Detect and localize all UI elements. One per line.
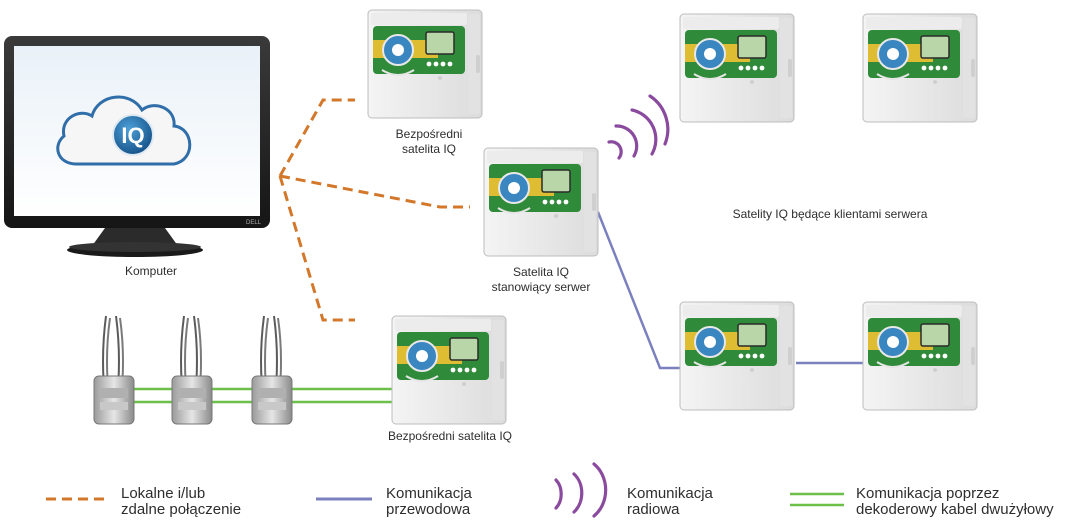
label-client-satellites: Satelity IQ będące klientami serwera [732, 207, 928, 221]
controller-client-bottom-right [862, 301, 978, 411]
iq-cloud-logo-icon: IQ [56, 95, 192, 166]
label-computer: Komputer [124, 264, 178, 278]
legend-radio-communication-label: Komunikacja radiowa [627, 485, 713, 518]
local-link-to-direct-bottom [278, 175, 355, 322]
controller-direct-bottom [391, 315, 507, 425]
legend-radio-icon [554, 462, 608, 518]
label-server-satellite: Satelita IQ stanowiący serwer [491, 265, 591, 294]
field-decoder-icon [93, 315, 135, 425]
label-direct-satellite-bottom: Bezpośredni satelita IQ [387, 429, 513, 443]
local-connection-lines [278, 98, 470, 322]
label-direct-satellite-top: Bezpośredni satelita IQ [395, 127, 463, 156]
legend-decoder-cable-label: Komunikacja poprzez dekoderowy kabel dwu… [856, 485, 1054, 518]
local-link-to-server [279, 174, 470, 209]
legend-symbols [46, 462, 844, 518]
wired-link-server-to-client [596, 211, 686, 370]
controller-client-bottom-left [679, 301, 795, 411]
computer-monitor-icon: DELL IQ [4, 36, 270, 257]
field-decoder-icon [251, 315, 293, 425]
legend-local-connection-label: Lokalne i/lub zdalne połączenie [121, 485, 242, 518]
controller-server [483, 147, 599, 257]
field-decoder-icon [171, 315, 213, 425]
monitor-brand: DELL [246, 220, 262, 226]
radio-waves-icon [607, 94, 670, 160]
wired-connection-lines [596, 211, 866, 370]
controller-client-top-left [679, 13, 795, 123]
iq-logo-text: IQ [121, 123, 144, 148]
local-link-to-direct-top [278, 98, 355, 177]
controller-client-top-right [862, 13, 978, 123]
legend-wired-communication-label: Komunikacja przewodowa [386, 485, 472, 518]
controller-direct-top [367, 9, 483, 119]
